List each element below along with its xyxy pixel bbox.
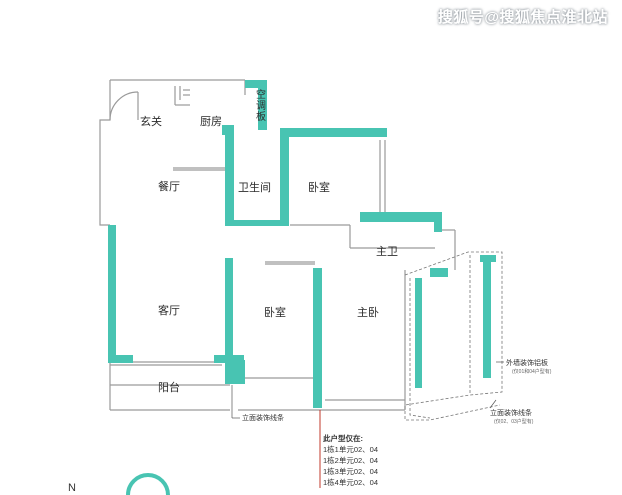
compass <box>126 473 170 495</box>
room-label-master-bath: 主卫 <box>376 246 398 258</box>
room-label-living: 客厅 <box>158 305 180 317</box>
leader-lines <box>231 361 504 419</box>
unit-note-line: 1栋4单元02、04 <box>323 478 379 487</box>
annotation-exterior-panel-note: (仅01和04户型有) <box>512 369 552 375</box>
annotation-facade-line-right-note: (仅02、03户型有) <box>494 419 534 425</box>
room-label-bedroom-1: 卧室 <box>308 182 330 194</box>
unit-note-line: 1栋1单元02、04 <box>323 445 379 454</box>
room-label-dining: 餐厅 <box>158 181 180 193</box>
dashed-outlines <box>404 251 503 421</box>
annotation-exterior-panel: 外墙装饰铝板 <box>506 360 548 367</box>
annotation-facade-line: 立面装饰线条 <box>242 415 284 422</box>
room-label-ac-panel: 空调板 <box>256 90 266 123</box>
room-label-bedroom-2: 卧室 <box>264 307 286 319</box>
unit-note-line: 1栋2单元02、04 <box>323 456 379 465</box>
outline-walls <box>99 79 456 411</box>
room-label-foyer: 玄关 <box>140 116 162 128</box>
unit-note-line: 1栋3单元02、04 <box>323 467 379 476</box>
annotation-facade-line-right: 立面装饰线条 <box>490 410 532 417</box>
room-label-balcony: 阳台 <box>158 382 180 394</box>
room-label-bathroom: 卫生间 <box>238 182 271 194</box>
watermark: 搜狐号@搜狐焦点淮北站 <box>437 9 608 26</box>
compass-north-label: N <box>68 482 76 494</box>
room-label-kitchen: 厨房 <box>200 116 222 128</box>
structural-walls <box>108 80 496 408</box>
unit-note-title: 此户型仅在: <box>323 434 363 443</box>
room-label-master-bedroom: 主卧 <box>357 307 379 319</box>
unit-availability-note: 此户型仅在: 1栋1单元02、04 1栋2单元02、04 1栋3单元02、04 … <box>323 433 378 488</box>
